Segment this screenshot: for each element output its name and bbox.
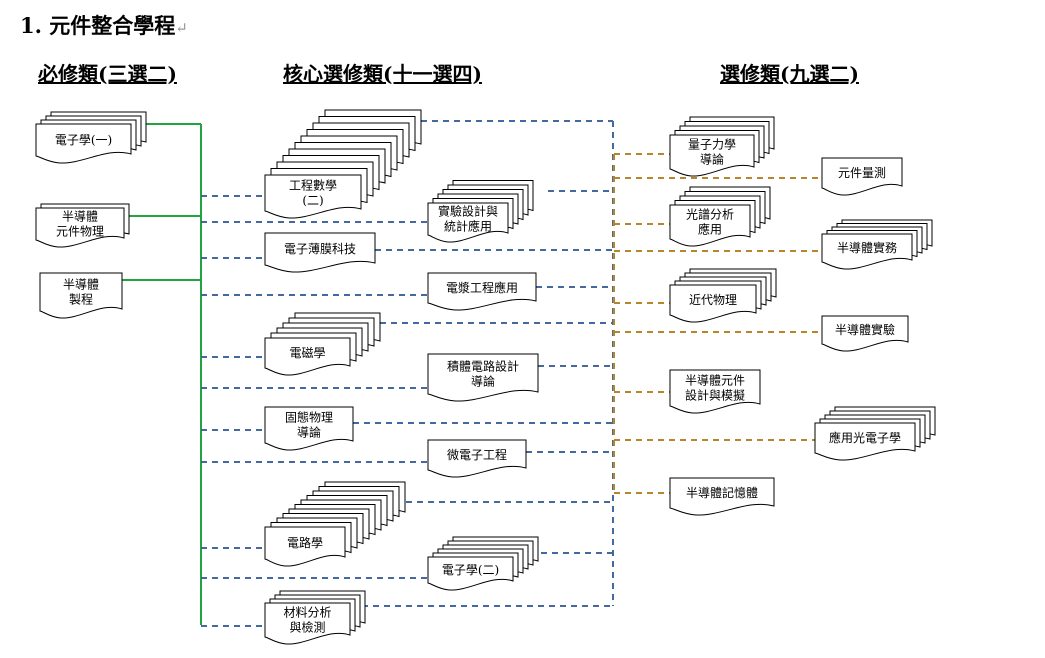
core-course-box: 電子薄膜科技 <box>264 232 376 273</box>
course-label: 應用 <box>698 222 722 237</box>
course-label: 半導體實驗 <box>835 322 895 337</box>
course-box-front <box>669 204 751 247</box>
course-label: 導論 <box>297 425 321 440</box>
course-label: 工程數學 <box>289 178 337 193</box>
course-box-front <box>821 157 903 196</box>
course-box-front <box>264 174 362 219</box>
course-label: 半導體元件 <box>685 374 745 388</box>
course-label: 應用光電子學 <box>829 430 901 445</box>
course-label: 光譜分析 <box>686 207 734 222</box>
course-box-front <box>264 602 351 645</box>
core-course-box: 微電子工程 <box>427 439 527 478</box>
elective-course-box: 半導體實務 <box>821 219 933 270</box>
course-label: 電子學(一) <box>55 133 112 147</box>
course-box-front <box>821 233 913 270</box>
course-label: 電子學(二) <box>442 563 499 577</box>
course-box-front <box>264 337 351 376</box>
course-label: 製程 <box>69 292 93 307</box>
core-course-box: 電磁學 <box>264 312 381 376</box>
course-box-front <box>814 422 916 461</box>
core-course-box: 電子學(二) <box>427 536 539 591</box>
header-core: 核心選修類(十一選四) <box>283 62 482 86</box>
course-box-front <box>264 526 346 567</box>
course-label: 設計與模擬 <box>685 388 745 403</box>
course-label: 元件物理 <box>56 225 104 239</box>
course-label: 導論 <box>471 374 495 389</box>
core-course-box: 工程數學(二) <box>264 109 422 219</box>
course-box-front <box>669 369 761 414</box>
course-label: 統計應用 <box>444 219 492 234</box>
course-label: 導論 <box>700 152 724 167</box>
course-box-front <box>669 134 755 177</box>
elective-course-box: 應用光電子學 <box>814 406 936 461</box>
course-box-front <box>427 556 514 591</box>
course-label: 半導體 <box>63 278 99 292</box>
course-label: 近代物理 <box>689 293 737 307</box>
course-label: 固態物理 <box>285 410 333 425</box>
course-label: 電路學 <box>287 535 323 550</box>
course-box-front <box>264 406 354 451</box>
page-title: 1. 元件整合學程↵ <box>20 13 188 38</box>
course-box-front <box>35 123 132 164</box>
course-label: 材料分析 <box>283 606 331 620</box>
course-box-front <box>669 284 757 323</box>
course-box-front <box>427 353 539 402</box>
header-elective: 選修類(九選二) <box>720 62 859 86</box>
course-box-front <box>427 202 509 243</box>
core-course-box: 電路學 <box>264 481 406 567</box>
return-mark: ↵ <box>175 19 188 37</box>
course-label: 微電子工程 <box>447 447 507 462</box>
course-box-front <box>669 477 775 516</box>
course-label: 電漿工程應用 <box>446 280 518 295</box>
course-box-front <box>427 272 537 311</box>
course-label: 電子薄膜科技 <box>284 241 356 256</box>
course-label: 積體電路設計 <box>447 359 519 374</box>
header-required: 必修類(三選二) <box>38 62 177 86</box>
course-label: 元件量測 <box>838 166 886 180</box>
elective-course-box: 近代物理 <box>669 268 777 323</box>
elective-course-box: 半導體實驗 <box>821 315 909 352</box>
elective-course-box: 元件量測 <box>821 157 903 196</box>
course-label: 實驗設計與 <box>438 204 498 219</box>
course-label: 半導體記憶體 <box>686 485 758 500</box>
required-course-box: 電子學(一) <box>35 111 147 164</box>
course-label: 半導體實務 <box>837 240 897 255</box>
elective-course-box: 半導體記憶體 <box>669 477 775 516</box>
course-label: 與檢測 <box>289 620 325 635</box>
course-box-front <box>264 232 376 273</box>
course-label: 量子力學 <box>688 138 736 152</box>
course-box-front <box>39 272 123 319</box>
core-course-box: 電漿工程應用 <box>427 272 537 311</box>
course-label: (二) <box>302 194 323 208</box>
course-label: 電磁學 <box>289 345 325 360</box>
course-label: 半導體 <box>62 210 98 224</box>
course-box-front <box>35 207 125 248</box>
course-box-front <box>427 439 527 478</box>
course-box-front <box>821 315 909 352</box>
